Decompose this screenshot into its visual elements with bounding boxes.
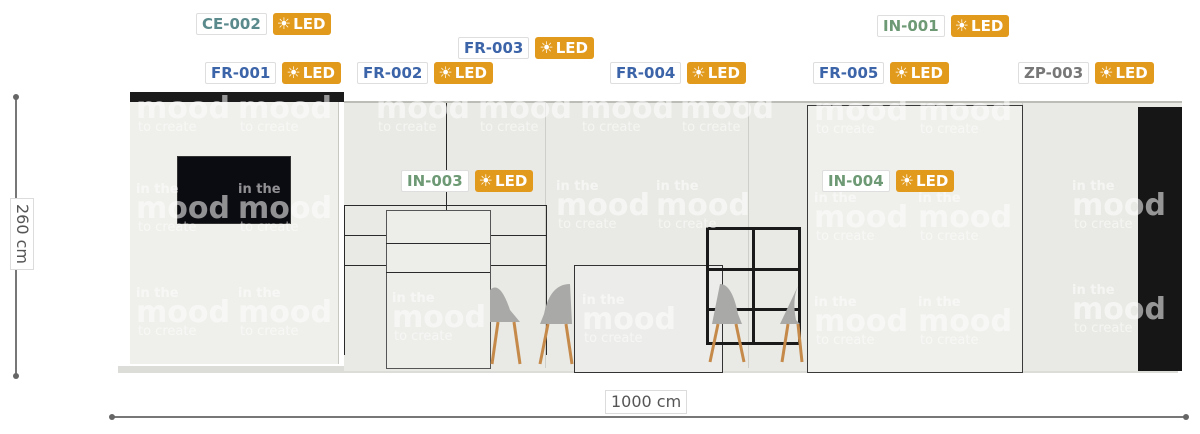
cabinet-line [386,272,490,273]
element-code: IN-004 [822,170,890,192]
sun-icon: ☀ [438,63,453,82]
width-dimension-line [112,416,1186,418]
shelf-frame [344,205,345,355]
shelf-line [344,205,547,206]
label-in-001[interactable]: IN-001 ☀LED [877,15,1010,37]
panel-seam [748,103,749,368]
sun-icon: ☀ [954,16,970,35]
sun-icon: ☀ [1099,63,1114,82]
element-code: IN-003 [401,170,469,192]
label-fr-001[interactable]: FR-001 ☀LED [205,62,341,84]
label-fr-004[interactable]: FR-004 ☀LED [610,62,746,84]
led-badge: ☀LED [474,170,534,192]
led-badge: ☀LED [687,62,746,84]
element-code: FR-005 [813,62,885,84]
cabinet-in003 [386,210,491,369]
black-column [1138,107,1182,371]
sun-icon: ☀ [894,63,909,82]
dimension-endpoint [13,94,19,100]
label-in-004[interactable]: IN-004 ☀LED [822,170,955,192]
dimension-endpoint [13,373,19,379]
cabinet-line [386,243,490,244]
grid-shelf-bar [706,308,801,311]
width-dimension-label: 1000 cm [605,390,688,414]
label-in-003[interactable]: IN-003 ☀LED [401,170,534,192]
led-badge: ☀LED [895,170,955,192]
grid-shelf-bar [752,227,755,345]
label-fr-003[interactable]: FR-003 ☀LED [458,37,594,59]
led-badge: ☀LED [535,37,594,59]
left-wall-fr001 [130,98,339,364]
shelf-frame [546,205,547,355]
led-badge: ☀LED [890,62,949,84]
back-wall-top-edge [344,101,1182,103]
element-code: FR-002 [357,62,429,84]
dimension-endpoint [109,414,115,420]
element-code: IN-001 [877,15,945,37]
tv-screen [177,156,291,224]
led-badge: ☀LED [1095,62,1154,84]
shelf-frame [446,103,447,210]
sun-icon: ☀ [276,14,292,33]
element-code: FR-001 [205,62,277,84]
element-code: FR-004 [610,62,682,84]
sun-icon: ☀ [899,171,915,190]
grid-shelf-bar [706,268,801,271]
sun-icon: ☀ [539,38,554,57]
sun-icon: ☀ [691,63,706,82]
label-ce-002[interactable]: CE-002 ☀LED [196,13,332,35]
led-badge: ☀LED [434,62,493,84]
chairs [490,284,804,365]
led-badge: ☀LED [272,13,332,35]
tall-panel-in004 [807,105,1023,373]
element-code: FR-003 [458,37,530,59]
left-wall-header [130,92,344,102]
led-badge: ☀LED [282,62,341,84]
element-code: ZP-003 [1018,62,1090,84]
height-dimension-label: 260 cm [10,197,35,271]
dimension-endpoint [1183,414,1189,420]
sun-icon: ☀ [478,171,494,190]
label-fr-002[interactable]: FR-002 ☀LED [357,62,493,84]
sun-icon: ☀ [286,63,301,82]
element-code: CE-002 [196,13,267,35]
led-badge: ☀LED [950,15,1010,37]
label-zp-003[interactable]: ZP-003 ☀LED [1018,62,1154,84]
label-fr-005[interactable]: FR-005 ☀LED [813,62,949,84]
